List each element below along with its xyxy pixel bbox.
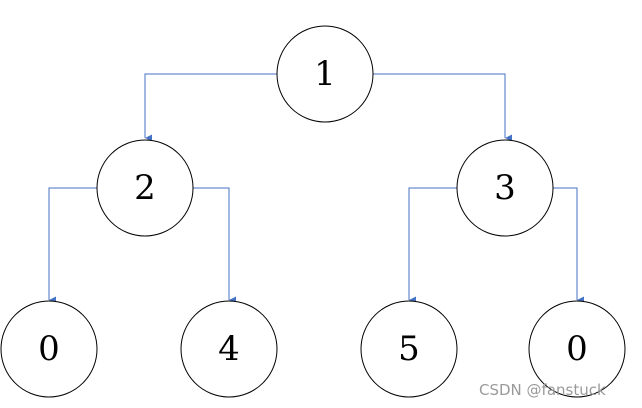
node-label: 5 <box>398 329 420 369</box>
edge-2-to-left-leaf <box>48 187 97 304</box>
edge-1-to-3 <box>373 73 512 142</box>
tree-node-leaf-2: 4 <box>180 300 278 398</box>
watermark-text: CSDN @fanstuck <box>479 381 606 399</box>
edge-1-to-2 <box>144 73 277 142</box>
tree-node-left-child: 2 <box>96 139 194 237</box>
node-label: 0 <box>566 329 588 369</box>
tree-node-leaf-3: 5 <box>360 300 458 398</box>
tree-node-leaf-1: 0 <box>0 300 98 398</box>
edge-2-to-right-leaf <box>193 187 236 304</box>
edge-3-to-left-leaf <box>408 187 457 304</box>
node-label: 1 <box>314 54 336 94</box>
node-label: 2 <box>134 168 156 208</box>
tree-node-right-child: 3 <box>456 139 554 237</box>
node-label: 0 <box>38 329 60 369</box>
tree-node-leaf-4: 0 <box>528 300 626 398</box>
tree-node-root: 1 <box>276 25 374 123</box>
edge-3-to-right-leaf <box>553 187 584 304</box>
node-label: 4 <box>218 329 240 369</box>
node-label: 3 <box>494 168 516 208</box>
